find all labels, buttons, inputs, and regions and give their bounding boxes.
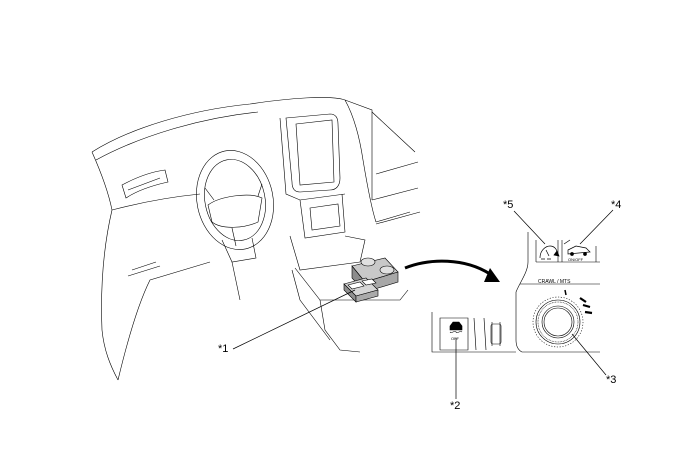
dashboard-overview — [91, 97, 421, 381]
console-switch-cluster — [343, 257, 399, 303]
off-label: OFF — [451, 336, 460, 341]
callout-1: *1 — [218, 343, 229, 355]
crawl-on-off-switch — [563, 239, 591, 256]
detail-panel — [431, 232, 600, 353]
callout-4: *4 — [611, 199, 622, 211]
leader-lines — [232, 209, 614, 399]
transition-arrow — [404, 259, 500, 282]
crawl-mts-label: CRAWL / MTS — [538, 279, 571, 285]
callout-3: *3 — [606, 374, 617, 386]
mts-select-dial — [532, 289, 593, 348]
callout-2: *2 — [450, 400, 461, 412]
vsc-off-switch — [449, 321, 463, 333]
on-off-label: ON/OFF — [568, 257, 584, 262]
callout-5: *5 — [503, 199, 514, 211]
crawl-speed-switch — [539, 245, 560, 260]
